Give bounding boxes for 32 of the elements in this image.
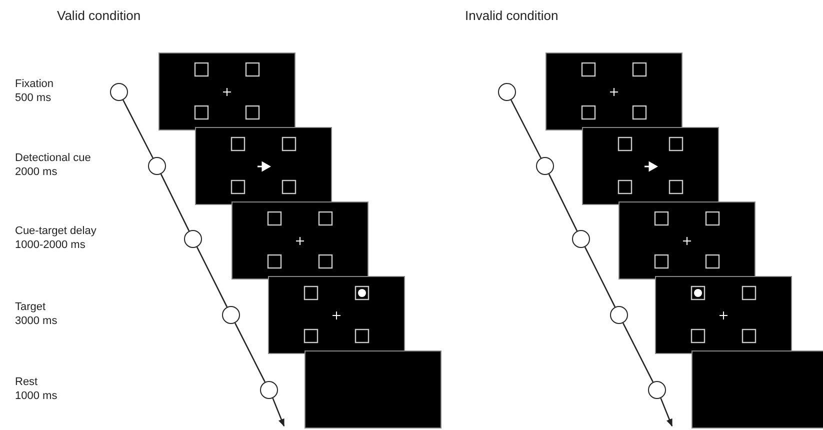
duration-label: 500 ms (15, 91, 52, 105)
duration-label: 3000 ms (15, 314, 58, 328)
timeline-line (548, 174, 578, 232)
timeline-arrow (272, 398, 285, 427)
timeline-line (234, 322, 266, 382)
condition-heading: Invalid condition (465, 8, 558, 23)
timeline-line (622, 322, 654, 382)
step-label: Cue-target delay (15, 224, 96, 238)
timeline-circle (148, 157, 166, 175)
step-label: Rest (15, 375, 38, 389)
timeline-line (510, 100, 542, 158)
duration-label: 1000 ms (15, 389, 58, 403)
timeline-line (584, 246, 616, 308)
timeline-circle (260, 381, 278, 399)
timeline-circle (110, 83, 128, 101)
timeline-arrow (660, 398, 673, 427)
timeline-circle (498, 83, 516, 101)
timeline-line (122, 100, 154, 158)
timeline-circle (572, 230, 590, 248)
duration-label: 2000 ms (15, 165, 58, 179)
timeline-circle (222, 306, 240, 324)
timeline-line (160, 174, 190, 232)
step-label: Detectional cue (15, 151, 91, 165)
step-label: Target (15, 300, 46, 314)
duration-label: 1000-2000 ms (15, 238, 86, 252)
timeline-circle (184, 230, 202, 248)
timeline-line (196, 246, 228, 308)
timeline-circle (648, 381, 666, 399)
condition-heading: Valid condition (57, 8, 141, 23)
timeline-circle (536, 157, 554, 175)
timeline-circle (610, 306, 628, 324)
step-label: Fixation (15, 77, 54, 91)
